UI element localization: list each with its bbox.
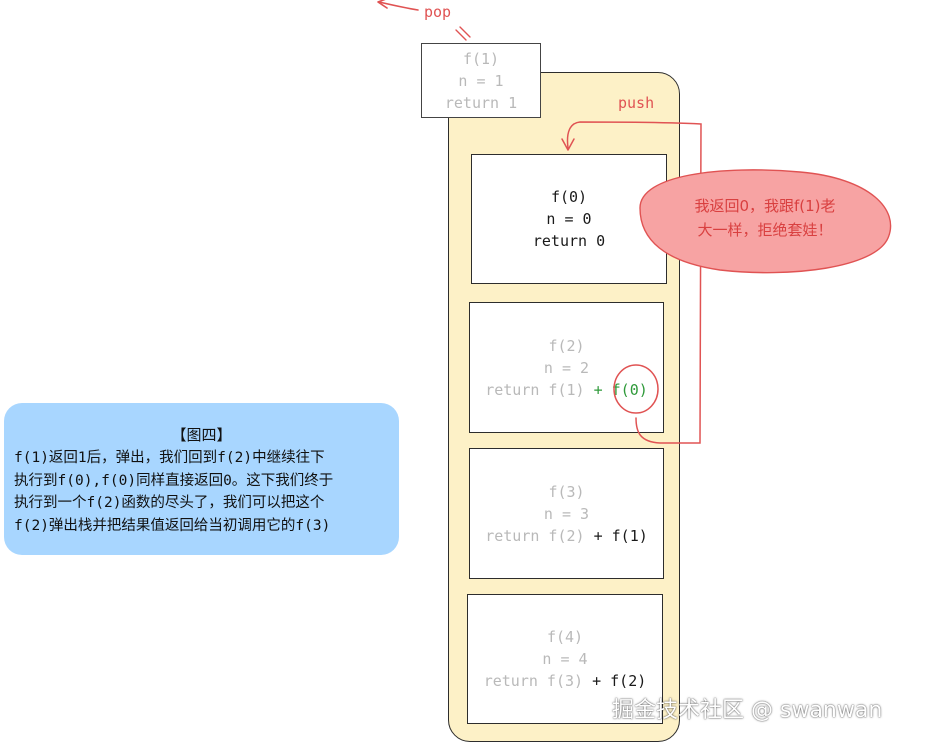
frame-f2-name: f(2): [548, 336, 585, 355]
note-body: f(1)返回1后，弹出，我们回到f(2)中继续往下 执行到f(0),f(0)同样…: [14, 447, 399, 537]
frame-f2-return-call: f(0): [611, 380, 648, 399]
note-line: 执行到一个f(2)函数的尽头了，我们可以把这个: [14, 495, 325, 511]
stack-frame-f3: f(3) n = 3 return f(2) + f(1): [469, 448, 664, 579]
frame-f3-return-rest: + f(1): [593, 526, 648, 545]
frame-f2-return-prefix: return f(1): [485, 380, 585, 399]
popped-frame-arg: n = 1: [458, 71, 504, 90]
pop-arrow-head-icon: [377, 0, 388, 9]
stack-frame-f2: f(2) n = 2 return f(1) + f(0): [469, 302, 664, 433]
speech-bubble-line1: 我返回0，我跟f(1)老: [694, 197, 836, 215]
note-title: 【图四】: [171, 426, 232, 444]
push-arrow-icon: [566, 121, 702, 444]
frame-f2-return: return f(1) + f(0): [485, 379, 648, 401]
speech-bubble-icon: [639, 169, 892, 274]
explanation-note: [4, 403, 399, 555]
stack-frame-f4: f(4) n = 4 return f(3) + f(2): [467, 594, 663, 724]
frame-f4-arg: n = 4: [542, 650, 588, 668]
pop-equals-icon: [455, 26, 471, 41]
frame-f2-arg: n = 2: [543, 358, 590, 377]
frame-f0-return: return 0: [532, 232, 606, 250]
popped-frame-return: return 1: [444, 93, 518, 112]
popped-frame-name: f(1): [462, 49, 500, 68]
frame-f0-arg: n = 0: [546, 210, 592, 228]
frame-f3-return: return f(2) + f(1): [485, 525, 648, 547]
note-line: 执行到f(0),f(0)同样直接返回0。这下我们终于: [14, 472, 334, 489]
speech-bubble-line2: 大一样，拒绝套娃！: [697, 221, 833, 239]
f0-call-circle-icon: [613, 364, 659, 414]
popped-frame-f1: f(1) n = 1 return 1: [421, 43, 541, 118]
note-line: f(1)返回1后，弹出，我们回到f(2)中继续往下: [14, 450, 325, 466]
frame-f3-name: f(3): [548, 482, 585, 501]
frame-f0-name: f(0): [550, 188, 588, 206]
push-label: push: [618, 94, 655, 112]
pop-arrow-icon: [378, 1, 419, 11]
frame-f4-return: return f(3) + f(2): [484, 670, 647, 692]
frame-f4-return-rest: + f(2): [592, 672, 647, 690]
stack-frame-f0: f(0) n = 0 return 0: [471, 154, 667, 284]
note-line: f(2)弹出栈并把结果值返回给当初调用它的f(3): [14, 517, 331, 534]
frame-f3-return-prefix: return f(2): [485, 526, 585, 545]
push-arrow-head-icon: [561, 138, 575, 151]
frame-f2-return-op: +: [593, 380, 603, 399]
frame-f3-arg: n = 3: [543, 504, 590, 523]
frame-f4-name: f(4): [546, 628, 584, 646]
speech-bubble-text: 我返回0，我跟f(1)老 大一样，拒绝套娃！: [658, 194, 872, 242]
frame-f4-return-prefix: return f(3): [483, 672, 584, 690]
pop-label: pop: [424, 3, 452, 21]
watermark: 掘金技术社区 @ swanwan: [612, 698, 883, 723]
